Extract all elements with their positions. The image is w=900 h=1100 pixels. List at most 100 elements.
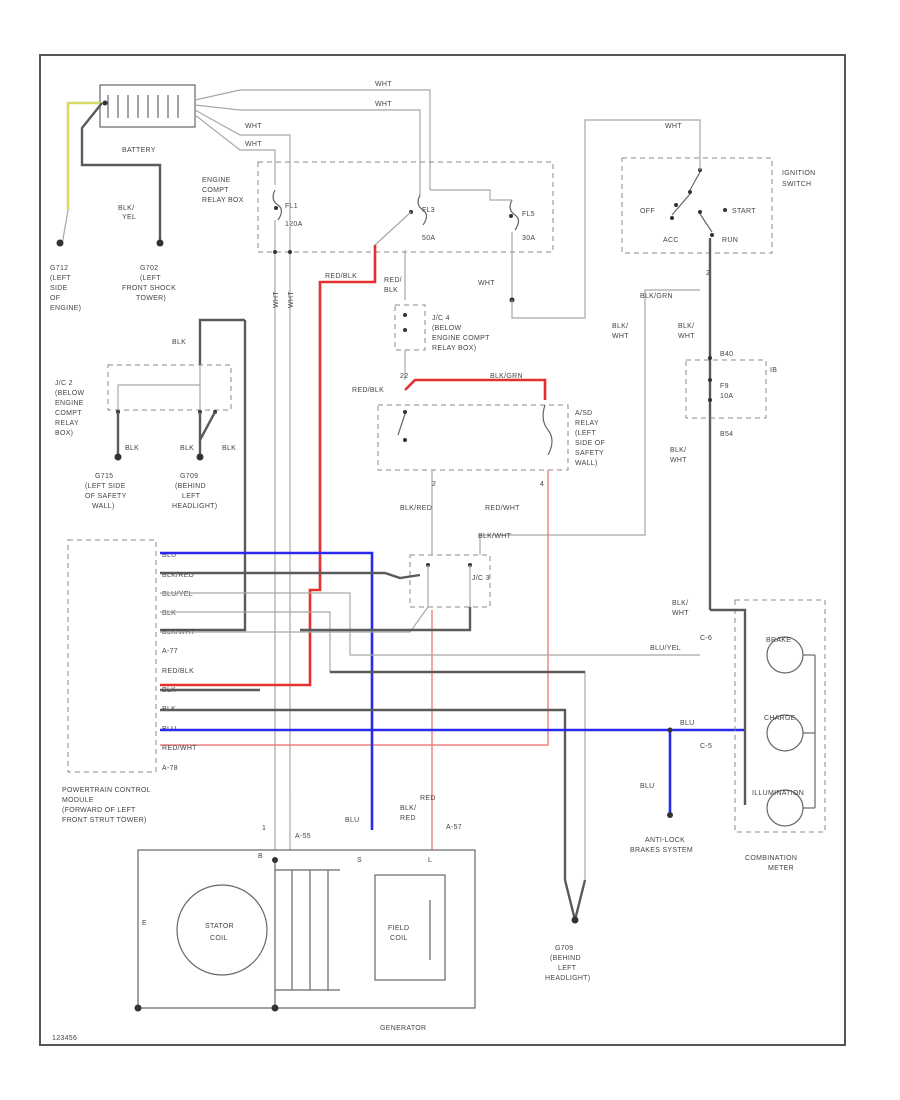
fuse-fl3: FL3 50A: [409, 194, 435, 242]
svg-text:WHT: WHT: [672, 610, 689, 617]
svg-text:BRAKES SYSTEM: BRAKES SYSTEM: [630, 847, 693, 854]
jc4: [394, 304, 426, 351]
svg-text:BLK/: BLK/: [400, 805, 416, 812]
wire-battery-neg-g702: [80, 102, 162, 240]
svg-text:RELAY BOX): RELAY BOX): [432, 345, 476, 352]
charge-lamp-icon: CHARGE: [764, 714, 815, 752]
svg-text:RELAY: RELAY: [575, 420, 599, 427]
svg-text:A-78: A-78: [162, 765, 178, 772]
svg-text:WHT: WHT: [245, 123, 262, 130]
svg-text:YEL: YEL: [122, 214, 136, 221]
svg-text:METER: METER: [768, 865, 794, 872]
wire-battery-neg-g712: [66, 101, 102, 210]
svg-text:(LEFT: (LEFT: [50, 275, 71, 282]
svg-text:OF SAFETY: OF SAFETY: [85, 493, 127, 500]
svg-text:J/C 4: J/C 4: [432, 315, 450, 322]
svg-text:RELAY BOX: RELAY BOX: [202, 197, 244, 204]
brake-lamp-icon: BRAKE: [766, 636, 815, 674]
svg-text:BOX): BOX): [55, 430, 73, 437]
svg-text:MODULE: MODULE: [62, 797, 94, 804]
svg-text:G712: G712: [50, 265, 68, 272]
svg-text:C-6: C-6: [700, 635, 712, 642]
svg-text:120A: 120A: [285, 221, 303, 228]
svg-text:WHT: WHT: [665, 123, 682, 130]
svg-text:FL1: FL1: [285, 203, 298, 210]
ignition-switch-contacts: OFF START ACC RUN: [640, 168, 756, 244]
svg-text:(LEFT: (LEFT: [575, 430, 596, 437]
svg-text:A-77: A-77: [162, 648, 178, 655]
svg-text:BLK: BLK: [162, 610, 176, 617]
svg-text:A/SD: A/SD: [575, 410, 593, 417]
svg-text:TOWER): TOWER): [136, 295, 166, 302]
svg-text:2: 2: [432, 481, 436, 488]
svg-text:HEADLIGHT): HEADLIGHT): [545, 975, 590, 982]
svg-text:FL5: FL5: [522, 211, 535, 218]
powertrain-control-module: [67, 539, 157, 773]
svg-text:RED/: RED/: [384, 277, 402, 284]
svg-text:BLK/WHT: BLK/WHT: [478, 533, 512, 540]
svg-text:SIDE OF: SIDE OF: [575, 440, 605, 447]
svg-text:L: L: [428, 857, 432, 864]
svg-text:BLU: BLU: [162, 552, 177, 559]
svg-text:BLK/RED: BLK/RED: [400, 505, 432, 512]
svg-text:RED/BLK: RED/BLK: [325, 273, 357, 280]
combination-meter: [734, 599, 826, 833]
svg-text:30A: 30A: [522, 235, 535, 242]
svg-text:BLK/: BLK/: [672, 600, 688, 607]
svg-text:CHARGE: CHARGE: [764, 715, 796, 722]
svg-text:LEFT: LEFT: [182, 493, 201, 500]
svg-text:FRONT SHOCK: FRONT SHOCK: [122, 285, 176, 292]
svg-text:A-55: A-55: [295, 833, 311, 840]
svg-text:G709: G709: [180, 473, 198, 480]
svg-text:IGNITION: IGNITION: [782, 170, 816, 177]
svg-text:RED/WHT: RED/WHT: [162, 745, 197, 752]
svg-text:WALL): WALL): [92, 503, 115, 510]
generator-body: [137, 849, 476, 1009]
svg-text:RUN: RUN: [722, 237, 738, 244]
svg-text:WHT: WHT: [245, 141, 262, 148]
svg-text:G709: G709: [555, 945, 573, 952]
svg-text:50A: 50A: [422, 235, 435, 242]
svg-text:WHT: WHT: [375, 81, 392, 88]
svg-text:FL3: FL3: [422, 207, 435, 214]
svg-text:BLK: BLK: [125, 445, 139, 452]
svg-text:1: 1: [262, 825, 266, 832]
wire-battery-pos-1: [194, 89, 431, 190]
svg-text:G715: G715: [95, 473, 113, 480]
svg-text:(BELOW: (BELOW: [432, 325, 462, 332]
svg-text:WHT: WHT: [375, 101, 392, 108]
svg-text:WALL): WALL): [575, 460, 598, 467]
jc2: [107, 364, 232, 411]
svg-text:22: 22: [400, 373, 408, 380]
svg-text:(BEHIND: (BEHIND: [175, 483, 206, 490]
svg-text:RED/BLK: RED/BLK: [162, 668, 194, 675]
svg-text:ILLUMINATION: ILLUMINATION: [752, 790, 804, 797]
svg-text:BLU: BLU: [640, 783, 655, 790]
svg-text:C-5: C-5: [700, 743, 712, 750]
svg-text:RELAY: RELAY: [55, 420, 79, 427]
svg-text:LEFT: LEFT: [558, 965, 577, 972]
rectifier-diodes: [134, 857, 340, 1012]
wire-blu-1: [160, 551, 374, 830]
svg-text:WHT: WHT: [273, 291, 280, 308]
svg-text:B40: B40: [720, 351, 733, 358]
fuse-f9-box: [685, 359, 767, 419]
wire-red-wht: [160, 470, 549, 746]
svg-text:HEADLIGHT): HEADLIGHT): [172, 503, 217, 510]
asd-relay: [377, 404, 569, 471]
field-coil: FIELD COIL: [374, 874, 446, 981]
svg-text:BLK/: BLK/: [612, 323, 628, 330]
svg-text:BLK: BLK: [222, 445, 236, 452]
svg-text:WHT: WHT: [670, 457, 687, 464]
svg-text:OF: OF: [50, 295, 60, 302]
svg-text:SAFETY: SAFETY: [575, 450, 604, 457]
svg-text:B54: B54: [720, 431, 733, 438]
fuse-fl1: FL1 120A: [272, 189, 303, 228]
svg-text:4: 4: [540, 481, 544, 488]
svg-text:J/C 2: J/C 2: [55, 380, 73, 387]
battery-label: BATTERY: [122, 147, 156, 154]
svg-text:WHT: WHT: [478, 280, 495, 287]
svg-text:COMPT: COMPT: [202, 187, 229, 194]
svg-text:BLU: BLU: [345, 817, 360, 824]
svg-text:G702: G702: [140, 265, 158, 272]
